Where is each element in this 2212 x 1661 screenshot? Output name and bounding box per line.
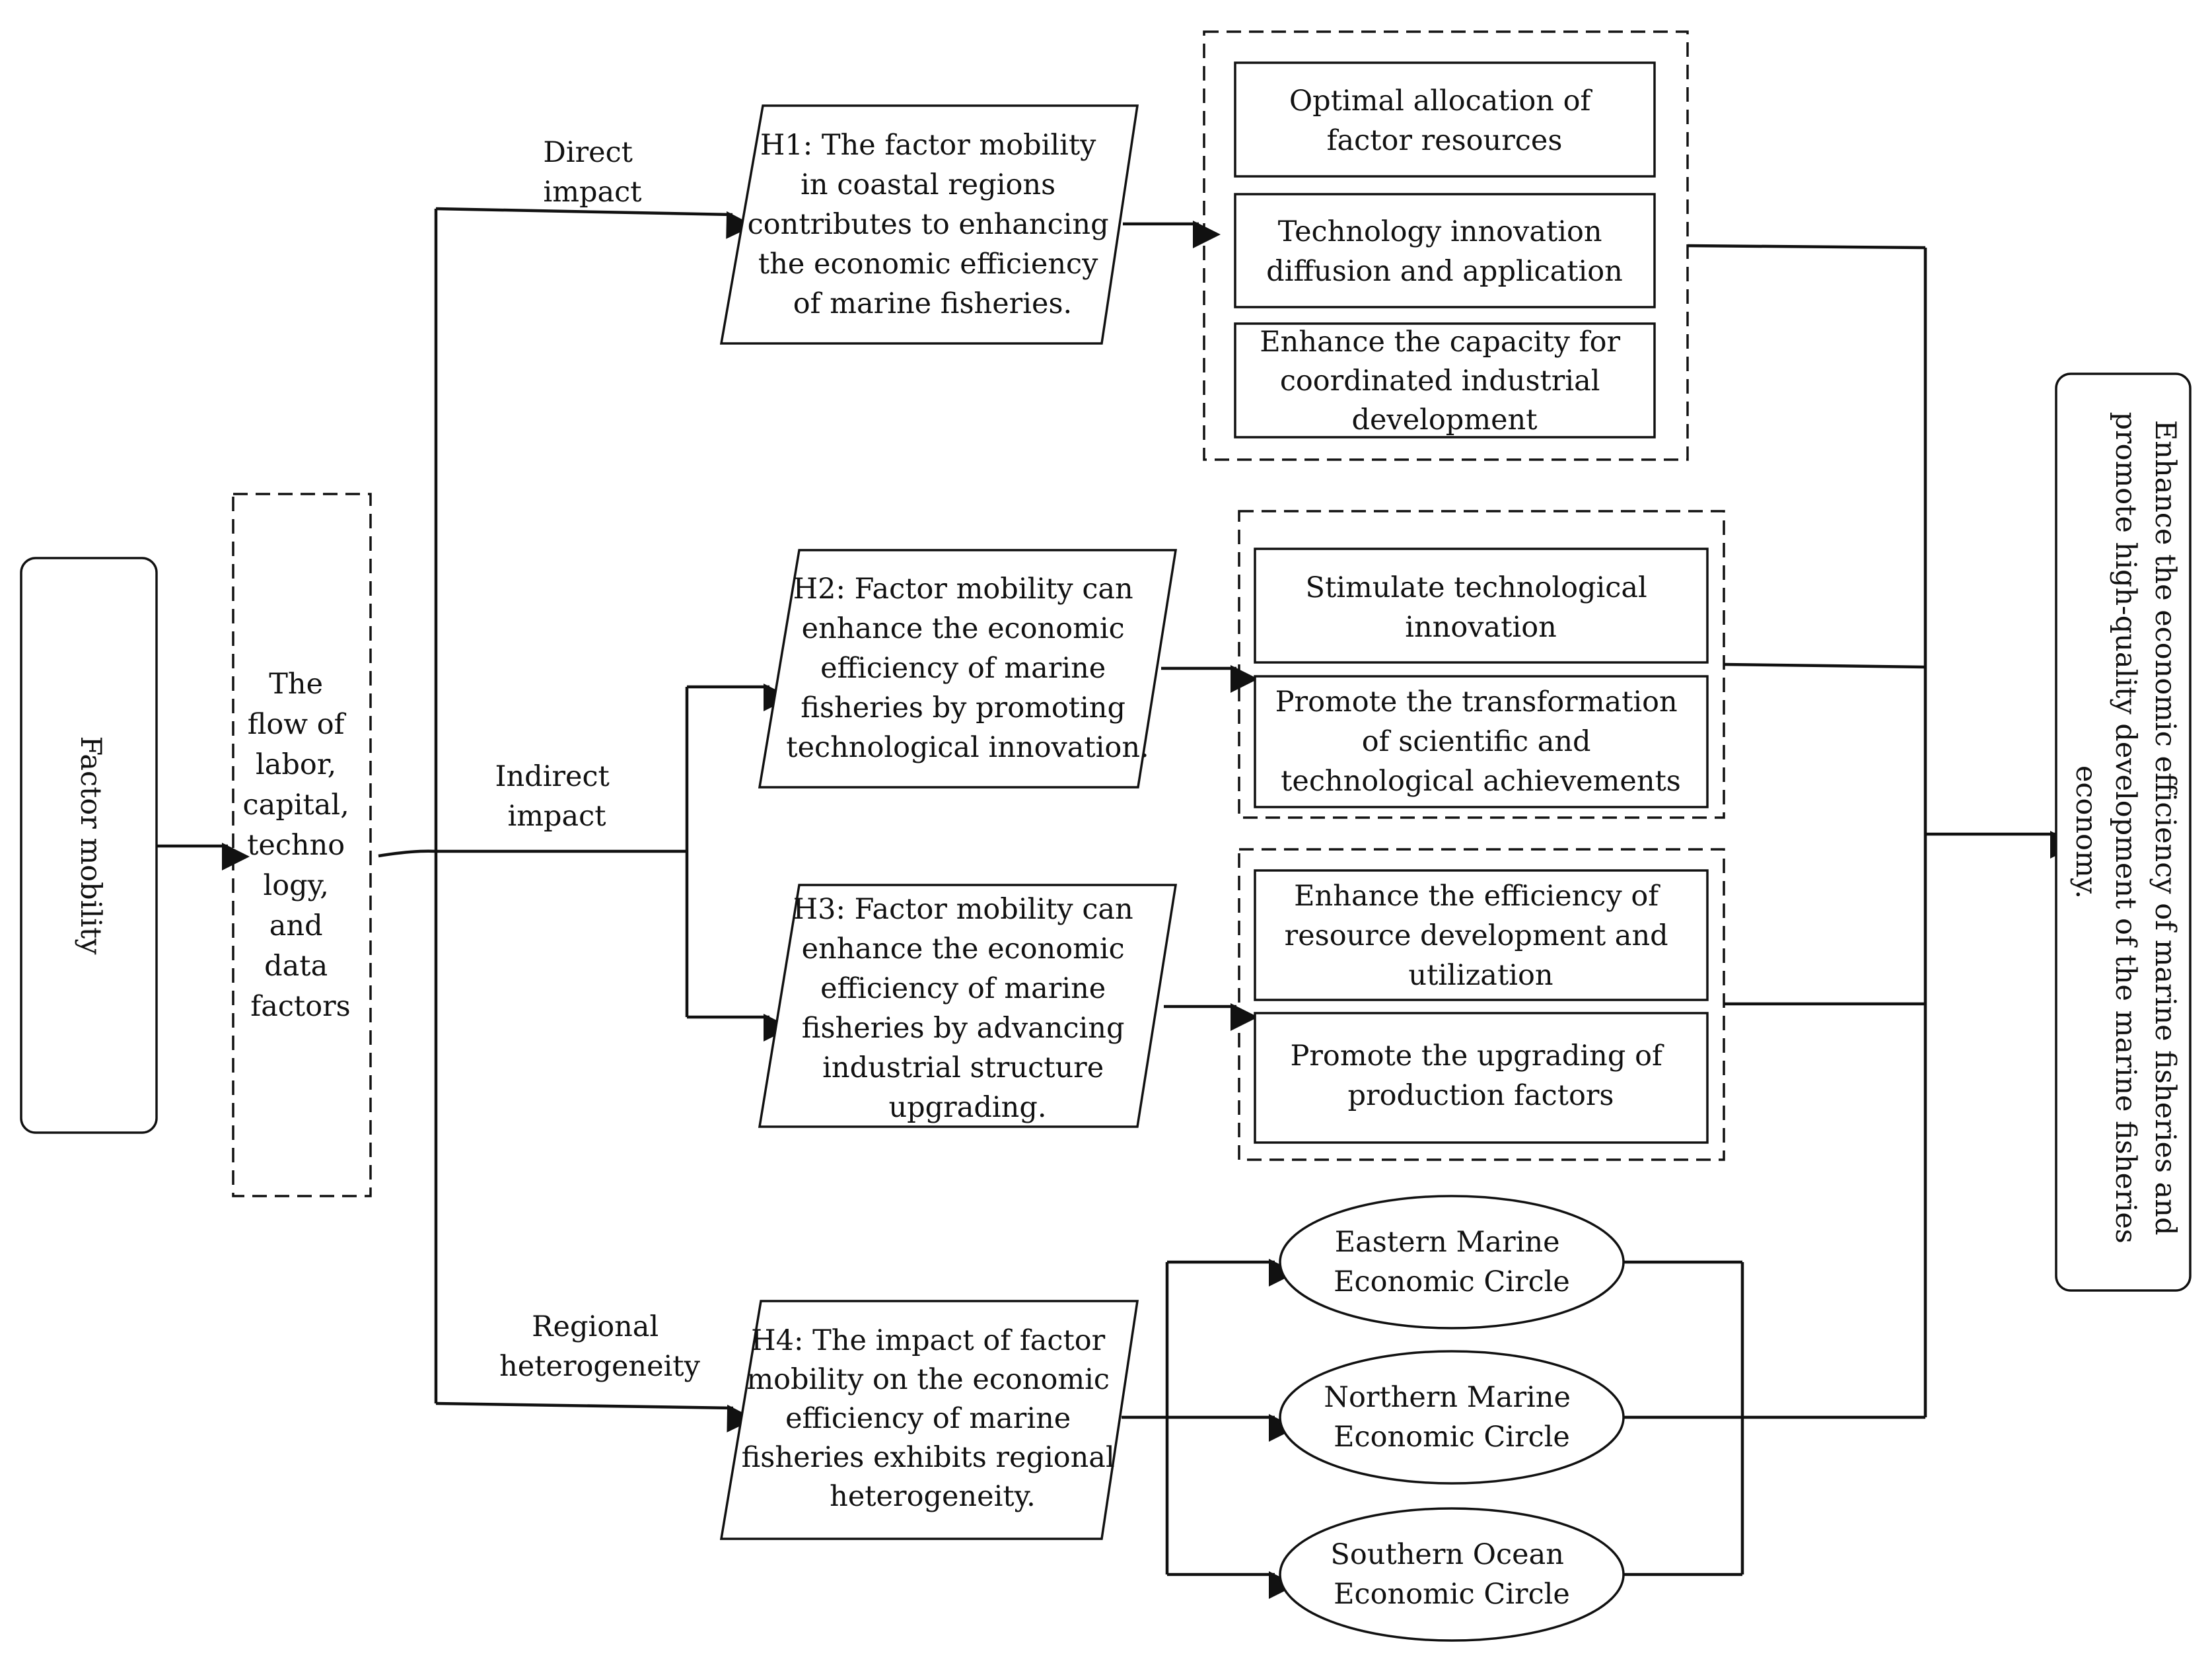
mechanism-text: Enhance the efficiency of resource devel…	[1285, 880, 1678, 992]
direct-impact-label: Direct impact	[543, 136, 641, 209]
region-southern: Southern Ocean Economic Circle	[1279, 1507, 1625, 1642]
h3-text: H3: Factor mobility can enhance the econ…	[793, 893, 1143, 1124]
industrial-mechanisms-group: Enhance the efficiency of resource devel…	[1238, 848, 1725, 1161]
outcome-text: Enhance the economic efficiency of marin…	[2069, 411, 2182, 1252]
hypothesis-h1: H1: The factor mobility in coastal regio…	[719, 104, 1139, 345]
h1-text: H1: The factor mobility in coastal regio…	[748, 129, 1118, 320]
connectors	[157, 207, 2078, 1599]
hypothesis-h2: H2: Factor mobility can enhance the econ…	[758, 549, 1178, 789]
mechanism-box	[1234, 322, 1656, 439]
line-tech-mech-out	[1723, 662, 1926, 669]
mechanism-text: Optimal allocation of factor resources	[1289, 85, 1600, 157]
arrow-trunk-to-h4	[435, 1401, 755, 1432]
outcome-node: Enhance the economic efficiency of marin…	[2055, 372, 2192, 1292]
mechanism-text: Enhance the capacity for coordinated ind…	[1260, 326, 1629, 437]
hypothesis-h4: H4: The impact of factor mobility on the…	[719, 1300, 1139, 1540]
mechanism-box	[1234, 193, 1656, 308]
indirect-impact-label: Indirect impact	[495, 760, 619, 833]
mechanism-box	[1254, 1012, 1709, 1144]
regional-heterogeneity-label: Regional heterogeneity	[499, 1310, 700, 1383]
region-label: Northern Marine Economic Circle	[1324, 1381, 1579, 1454]
mechanism-text: Technology innovation diffusion and appl…	[1266, 215, 1623, 288]
h4-text: H4: The impact of factor mobility on the…	[742, 1324, 1124, 1513]
h2-text: H2: Factor mobility can enhance the econ…	[786, 573, 1149, 764]
region-northern: Northern Marine Economic Circle	[1279, 1350, 1625, 1485]
direct-mechanisms-group: Optimal allocation of factor resources T…	[1203, 30, 1689, 461]
line-direct-mech-out	[1687, 244, 1926, 250]
technological-mechanisms-group: Stimulate technological innovation Promo…	[1238, 510, 1725, 819]
mechanism-box	[1254, 675, 1709, 808]
factor-mobility-label: Factor mobility	[74, 736, 107, 955]
line-factors-to-trunk	[378, 849, 437, 858]
region-eastern: Eastern Marine Economic Circle	[1279, 1195, 1625, 1329]
mechanism-text: Promote the upgrading of production fact…	[1290, 1040, 1671, 1112]
mechanism-box	[1254, 869, 1709, 1001]
mechanism-box	[1254, 548, 1709, 664]
factor-mobility-node: Factor mobility	[20, 557, 158, 1134]
mechanism-box	[1234, 61, 1656, 178]
hypothesis-h3: H3: Factor mobility can enhance the econ…	[758, 884, 1178, 1128]
factors-text: The flow of labor, capital, techno logy,…	[242, 668, 358, 1023]
mechanism-text: Stimulate technological innovation	[1306, 571, 1657, 644]
region-label: Southern Ocean Economic Circle	[1330, 1538, 1573, 1611]
region-label: Eastern Marine Economic Circle	[1334, 1226, 1570, 1298]
mechanism-text: Promote the transformation of scientific…	[1275, 686, 1687, 798]
arrow-trunk-to-h1	[435, 207, 754, 239]
factors-node: The flow of labor, capital, techno logy,…	[232, 493, 372, 1197]
